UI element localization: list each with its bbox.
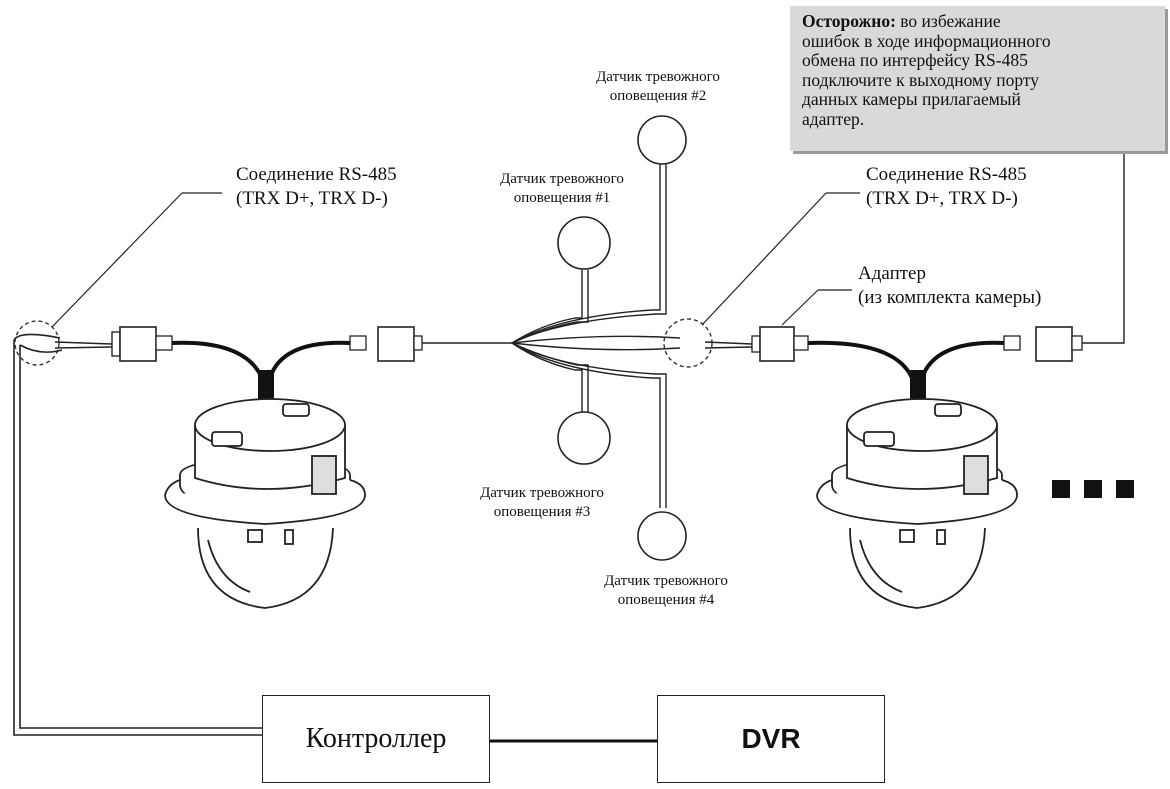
dvr-label: DVR — [741, 723, 801, 754]
right-camera-harness — [807, 340, 1005, 379]
controller-box: Контроллер — [262, 695, 490, 783]
sensor-3-label: Датчик тревожного оповещения #3 — [480, 485, 604, 520]
more-cameras-indicator — [1052, 480, 1148, 502]
splice-right-circle — [663, 318, 713, 368]
leader-caution — [1082, 151, 1125, 344]
right-wires — [704, 341, 753, 349]
controller-label: Контроллер — [305, 723, 447, 754]
adapter-label: Адаптер (из комплекта камеры) — [858, 263, 1042, 308]
left-connector-a — [111, 326, 173, 362]
sensor-2-circle — [637, 115, 687, 165]
rs485-right-label: Соединение RS-485 (TRX D+, TRX D-) — [866, 164, 1027, 209]
left-wires — [54, 341, 113, 349]
splice-left-circle — [14, 320, 60, 366]
sensor-2-label: Датчик тревожного оповещения #2 — [596, 69, 720, 104]
leader-adapter — [781, 289, 819, 326]
dvr-box: DVR — [657, 695, 885, 783]
caution-text: во избежание ошибок в ходе информационно… — [802, 11, 1051, 129]
caution-title: Осторожно: — [802, 11, 896, 31]
sensor-4-circle — [637, 511, 687, 561]
leader-rs485-right — [701, 192, 827, 326]
sensor-3-circle — [557, 411, 611, 465]
right-camera — [816, 398, 1018, 609]
leader-rs485-left — [51, 192, 183, 328]
adapter — [751, 326, 809, 362]
left-connector-b — [349, 326, 423, 362]
right-connector-b — [1003, 326, 1083, 362]
sensor-4-label: Датчик тревожного оповещения #4 — [604, 573, 728, 608]
sensor-branches — [511, 160, 681, 508]
rs485-left-label: Соединение RS-485 (TRX D+, TRX D-) — [236, 164, 397, 209]
caution-note: Осторожно: во избежание ошибок в ходе ин… — [790, 6, 1165, 151]
left-camera — [164, 398, 366, 609]
sensor-1-label: Датчик тревожного оповещения #1 — [500, 171, 624, 206]
sensor-1-circle — [557, 216, 611, 270]
